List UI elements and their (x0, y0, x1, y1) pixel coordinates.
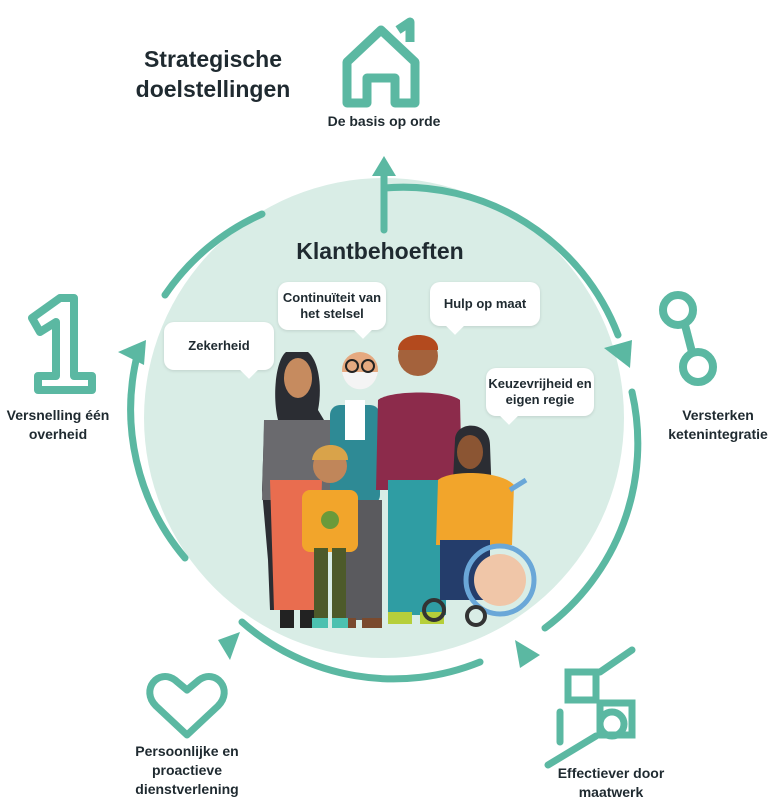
person-wheelchair-user (422, 425, 537, 627)
diagram-title: Strategische doelstellingen (135, 46, 291, 102)
arrowhead-bottom-right (515, 640, 540, 668)
arrowhead-top (372, 156, 396, 176)
goal-label-basis: De basis op orde (327, 113, 441, 129)
goal-label-maatwerk: Effectiever door maatwerk (557, 765, 665, 800)
need-bubble-continuiteit: Continuïteit van het stelsel (278, 282, 386, 339)
need-label-continuiteit: Continuïteit van het stelsel (282, 290, 382, 321)
cycle-arrowheads (118, 156, 632, 668)
need-bubble-hulp: Hulp op maat (430, 282, 540, 335)
number-one-icon (28, 294, 96, 394)
need-bubble-zekerheid: Zekerheid (164, 322, 274, 379)
need-label-zekerheid: Zekerheid (188, 338, 250, 353)
goal-label-ketenintegratie: Versterken ketenintegratie (668, 407, 768, 442)
puzzle-connect-icon (544, 646, 636, 769)
need-bubble-keuzevrijheid: Keuzevrijheid en eigen regie (486, 368, 594, 425)
person-tall-man (376, 335, 462, 624)
cycle-arrow-ring (127, 183, 642, 683)
chain-link-icon (659, 291, 717, 386)
people-illustration (262, 335, 537, 628)
arrowhead-bottom-left (218, 632, 240, 660)
goal-label-dienstverlening: Persoonlijke en proactieve dienstverleni… (135, 743, 239, 797)
arrowhead-left (118, 340, 146, 365)
need-label-keuzevrijheid: Keuzevrijheid en eigen regie (488, 376, 592, 407)
person-child (302, 445, 358, 628)
heart-icon (146, 673, 228, 739)
center-title: Klantbehoeften (296, 238, 464, 264)
need-label-hulp: Hulp op maat (443, 296, 527, 311)
goal-label-een-overheid: Versnelling één overheid (6, 407, 110, 442)
arrowhead-right (604, 340, 632, 368)
house-icon (342, 17, 420, 108)
